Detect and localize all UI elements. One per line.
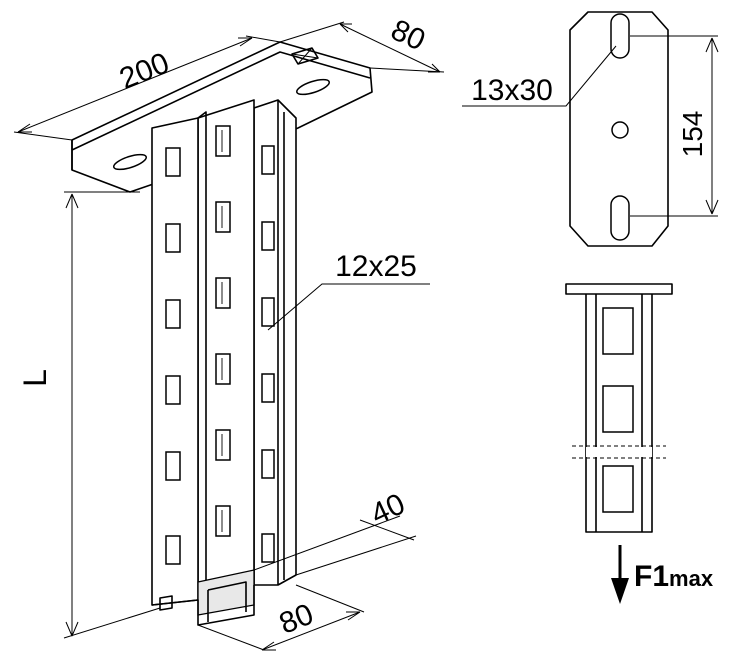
channel-right-flange (253, 99, 297, 586)
plate-slot-bottom (610, 195, 630, 241)
load-arrow-icon (611, 545, 629, 604)
front-hole (165, 223, 181, 253)
front-holes (165, 147, 181, 565)
front-hole (165, 451, 181, 481)
back-hole (261, 449, 275, 479)
plate-slot-front (112, 153, 148, 171)
slot-label: 13x30 (471, 74, 553, 107)
isometric-view: 200 80 L 12x25 (13, 13, 445, 651)
side-holes (215, 125, 231, 537)
profile-width-label: 80 (275, 598, 318, 641)
force-label: F1max (634, 560, 714, 593)
back-holes (261, 145, 275, 563)
plate-slot-back (295, 78, 331, 96)
hole-label: 12x25 (335, 250, 417, 283)
force-main: F1 (634, 560, 669, 593)
plate-slot-top (610, 13, 630, 59)
side-hole (215, 277, 231, 309)
side-hole (215, 429, 231, 461)
back-hole (261, 297, 275, 327)
front-view-hole (602, 307, 634, 355)
plate-center-hole (611, 121, 629, 139)
front-view-hole (602, 465, 634, 513)
back-hole (261, 533, 275, 563)
channel-front-face (151, 111, 207, 606)
side-hole (215, 505, 231, 537)
back-hole (261, 373, 275, 403)
hole-spacing-label: 154 (677, 111, 708, 158)
depth-label: 80 (386, 13, 430, 57)
dimension-L: L (17, 191, 161, 639)
front-hole (165, 375, 181, 405)
front-view: F1max (565, 283, 714, 604)
front-hole (165, 299, 181, 329)
front-plate (565, 283, 673, 295)
back-hole (261, 221, 275, 251)
front-hole (165, 147, 181, 177)
width-label: 200 (115, 47, 174, 96)
back-hole (261, 145, 275, 175)
front-hole (165, 535, 181, 565)
side-hole (215, 201, 231, 233)
plate-top-view: 154 13x30 (462, 11, 719, 247)
side-hole (215, 353, 231, 385)
callout-12x25: 12x25 (267, 250, 430, 331)
force-sub: max (669, 566, 714, 591)
length-label: L (17, 369, 53, 387)
side-hole (215, 125, 231, 157)
front-view-hole (602, 385, 634, 433)
